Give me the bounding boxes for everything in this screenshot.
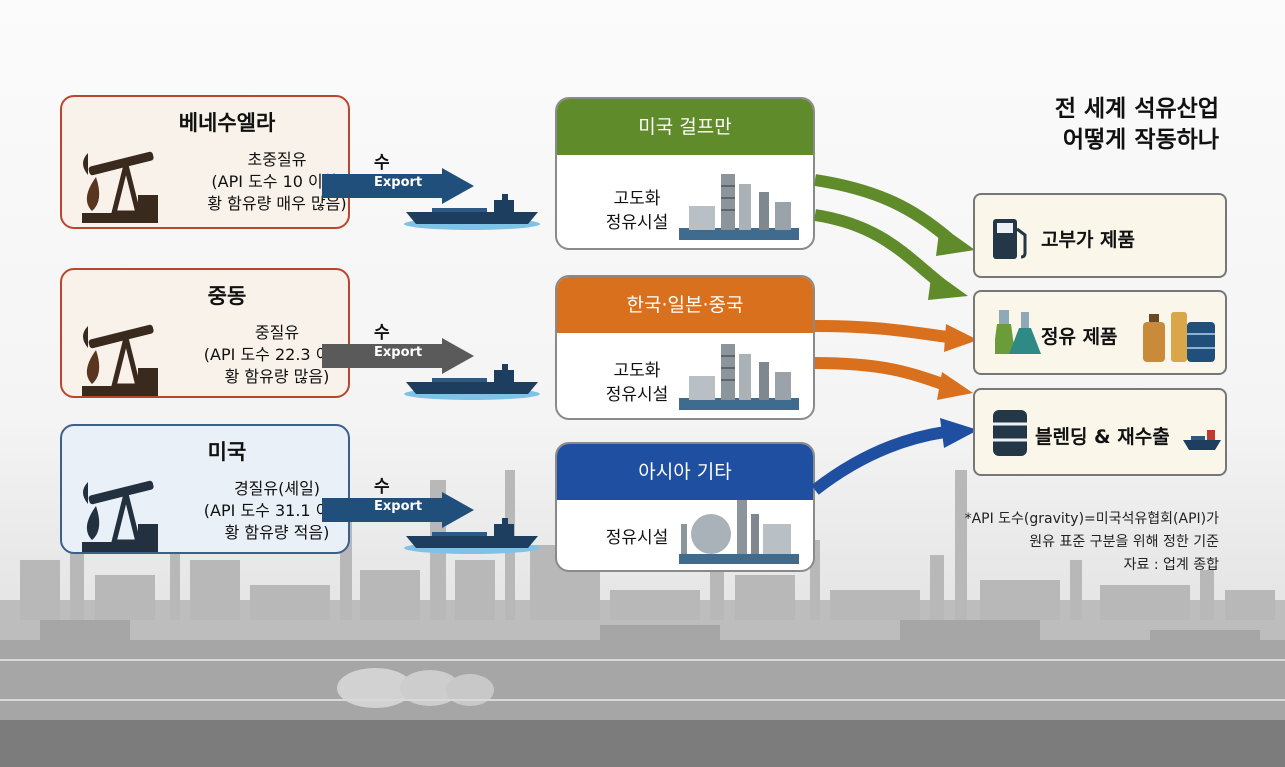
export-arrow-icon: [322, 338, 474, 374]
facility-line-2: 정유시설: [605, 213, 669, 233]
source-credit: 자료 : 업계 종합: [1123, 557, 1219, 573]
oil-pump-icon: [82, 151, 158, 223]
crude-type: 경질유(셰일): [233, 479, 321, 498]
oil-pump-icon: [82, 480, 158, 552]
refinery-plant-icon: [679, 174, 799, 240]
export-arrow-icon: [322, 492, 474, 528]
title-line-2: 어떻게 작동하나: [1062, 127, 1219, 153]
chemical-flasks-icon: [995, 310, 1041, 354]
export-arrow-icon: [322, 168, 474, 204]
product-label: 블렌딩 & 재수출: [1035, 426, 1170, 448]
facility-line-2: 정유시설: [605, 385, 669, 405]
tanker-ship-icon: [404, 194, 540, 230]
tanker-ship-icon: [1183, 430, 1221, 450]
sulfur-spec: 황 함유량 매우 많음): [207, 194, 347, 213]
facility-line-1: 고도화: [613, 189, 661, 209]
product-box-high-value: 고부가 제품: [973, 193, 1227, 278]
destination-name: 한국·일본·중국: [557, 277, 813, 333]
source-description: 중질유 (API 도수 22.3 이하, 황 함유량 많음): [162, 322, 392, 388]
product-box-blending-reexport: 블렌딩 & 재수출: [973, 388, 1227, 476]
crude-type: 초중질유: [247, 150, 307, 169]
api-spec: (API 도수 22.3 이하,: [203, 345, 351, 364]
footnote-line-1: *API 도수(gravity)=미국석유협회(API)가: [964, 511, 1219, 527]
export-english-label: Export: [374, 345, 423, 360]
source-description: 초중질유 (API 도수 10 이하, 황 함유량 매우 많음): [162, 149, 392, 215]
crude-type: 중질유: [254, 323, 300, 342]
source-description: 경질유(셰일) (API 도수 31.1 이상, 황 함유량 적음): [162, 478, 392, 544]
source-name: 미국: [207, 440, 247, 464]
source-box-middle-east: 중동 중질유 (API 도수 22.3 이하, 황 함유량 많음): [60, 268, 350, 398]
export-english-label: Export: [374, 175, 423, 190]
sulfur-spec: 황 함유량 많음): [224, 367, 330, 386]
source-box-venezuela: 베네수엘라 초중질유 (API 도수 10 이하, 황 함유량 매우 많음): [60, 95, 350, 229]
facility-label: 고도화 정유시설: [567, 187, 707, 235]
destination-box-us-gulf: 미국 걸프만 고도화 정유시설: [555, 97, 815, 250]
sulfur-spec: 황 함유량 적음): [224, 523, 330, 542]
footnote: *API 도수(gravity)=미국석유협회(API)가 원유 표준 구분을 …: [965, 508, 1219, 577]
tanker-ship-icon: [404, 364, 540, 400]
api-spec: (API 도수 10 이하,: [211, 172, 343, 191]
product-label: 정유 제품: [1041, 326, 1118, 348]
destination-name: 아시아 기타: [557, 444, 813, 500]
source-box-usa: 미국 경질유(셰일) (API 도수 31.1 이상, 황 함유량 적음): [60, 424, 350, 554]
product-containers-icon: [1143, 312, 1215, 362]
oil-pump-icon: [82, 324, 158, 396]
refinery-plant-icon: [679, 344, 799, 410]
api-spec: (API 도수 31.1 이상,: [203, 501, 351, 520]
facility-line-1: 정유시설: [605, 528, 669, 548]
footnote-line-2: 원유 표준 구분을 위해 정한 기준: [1029, 534, 1219, 550]
facility-label: 고도화 정유시설: [567, 359, 707, 407]
refinery-plant-icon: [679, 500, 799, 564]
source-name: 중동: [207, 284, 247, 308]
destination-box-asia-other: 아시아 기타 정유시설: [555, 442, 815, 572]
oil-barrel-icon: [993, 410, 1027, 456]
destination-name: 미국 걸프만: [557, 99, 813, 155]
product-label: 고부가 제품: [1041, 229, 1136, 251]
facility-line-1: 고도화: [613, 361, 661, 381]
product-box-refined: 정유 제품: [973, 290, 1227, 375]
export-english-label: Export: [374, 499, 423, 514]
tanker-ship-icon: [404, 518, 540, 554]
infographic-title: 전 세계 석유산업 어떻게 작동하나: [1055, 94, 1219, 156]
destination-box-korea-japan-china: 한국·일본·중국 고도화 정유시설: [555, 275, 815, 420]
source-name: 베네수엘라: [178, 111, 276, 135]
fuel-pump-icon: [993, 219, 1027, 259]
title-line-1: 전 세계 석유산업: [1054, 96, 1219, 122]
facility-label: 정유시설: [567, 526, 707, 550]
